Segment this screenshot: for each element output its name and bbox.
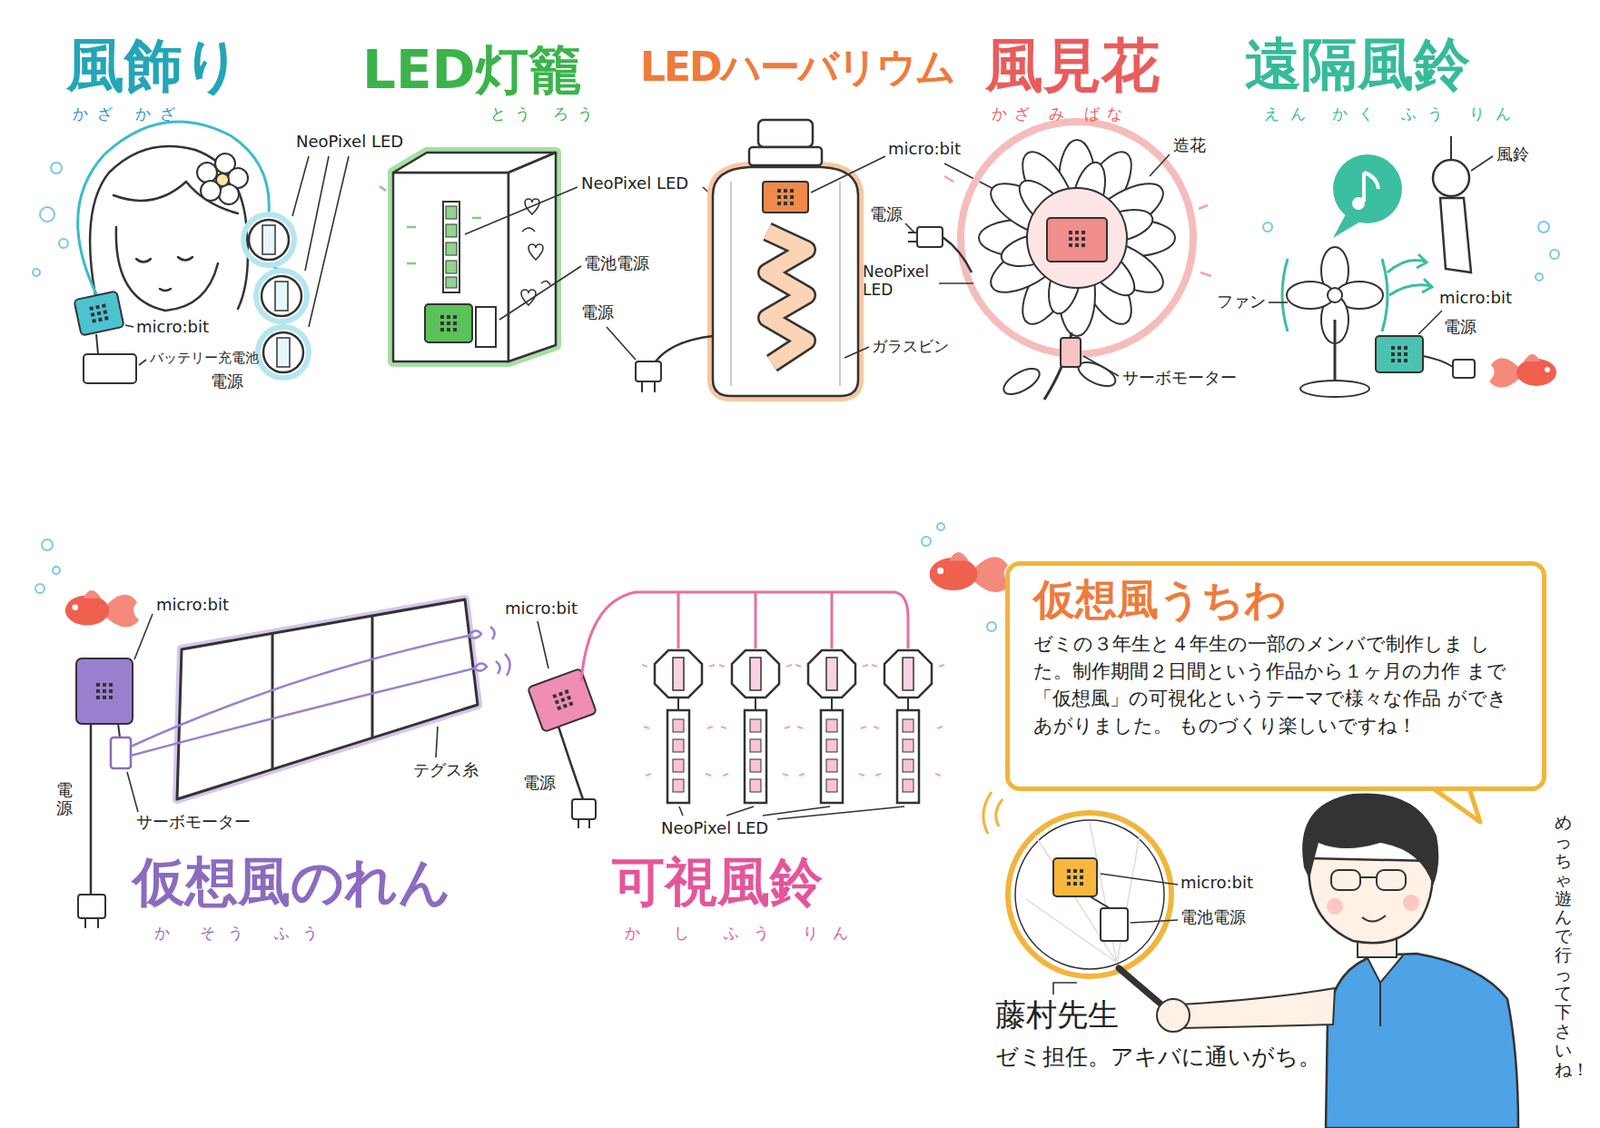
- part-label: テグス糸: [413, 760, 479, 781]
- part-label: micro:bit: [156, 595, 229, 615]
- part-label: 電源: [1443, 317, 1477, 337]
- speech-bubble: 仮想風うちわゼミの３年生と４年生の一部のメンバで制作しま した。制作期間２日間と…: [1005, 561, 1547, 791]
- part-label: 造花: [1173, 136, 1206, 156]
- part-label: micro:bit: [1180, 873, 1254, 893]
- part-label: サーボモーター: [136, 812, 251, 832]
- part-label: 電源: [523, 773, 556, 793]
- part-label: NeoPixel LED: [661, 819, 769, 839]
- part-label: 電源: [869, 205, 903, 225]
- ruby: か そう ふう: [154, 924, 331, 943]
- part-label: 電源: [56, 780, 73, 818]
- part-label: NeoPixel LED: [862, 263, 936, 299]
- ruby: えん かく ふう りん: [1264, 105, 1522, 124]
- title: 仮想風のれん: [132, 855, 452, 909]
- name-label: 藤村先生: [995, 997, 1119, 1033]
- part-label: 風鈴: [1496, 145, 1530, 165]
- title: LEDハーバリウム: [640, 47, 955, 88]
- bubble-body: ゼミの３年生と４年生の一部のメンバで制作しま した。制作期間２日間という作品から…: [1033, 630, 1522, 740]
- title: 遠隔風鈴: [1244, 36, 1471, 93]
- part-label: 電源: [210, 372, 244, 392]
- part-label: NeoPixel LED: [581, 174, 689, 194]
- part-label: micro:bit: [136, 317, 209, 337]
- part-label: micro:bit: [1439, 288, 1512, 308]
- title: 風飾り: [66, 36, 243, 95]
- part-label: 電源: [581, 303, 614, 323]
- part-label: 電池電源: [583, 254, 650, 274]
- ruby: かざ み ばな: [991, 105, 1130, 124]
- part-label: サーボモーター: [1122, 368, 1237, 388]
- part-label: micro:bit: [504, 599, 578, 619]
- note: ゼミ担任。アキバに通いがち。: [995, 1044, 1322, 1071]
- title: LED灯籠: [362, 43, 582, 97]
- part-label: ガラスビン: [871, 337, 949, 356]
- part-label: 電池電源: [1180, 908, 1246, 928]
- part-label: ファン: [1216, 292, 1266, 312]
- ruby: かざ かざ: [72, 105, 185, 124]
- part-label: micro:bit: [888, 139, 961, 159]
- note: めっちゃ遊んで行って下さいね！: [1554, 812, 1572, 1078]
- ruby: とう ろう: [490, 105, 603, 124]
- bubble-heading: 仮想風うちわ: [1033, 574, 1522, 625]
- title: 可視風鈴: [612, 855, 823, 909]
- title: 風見花: [985, 36, 1160, 95]
- ruby: か し ふう りん: [624, 924, 863, 943]
- part-label: NeoPixel LED: [296, 132, 404, 152]
- part-label: バッテリー充電池: [149, 350, 259, 366]
